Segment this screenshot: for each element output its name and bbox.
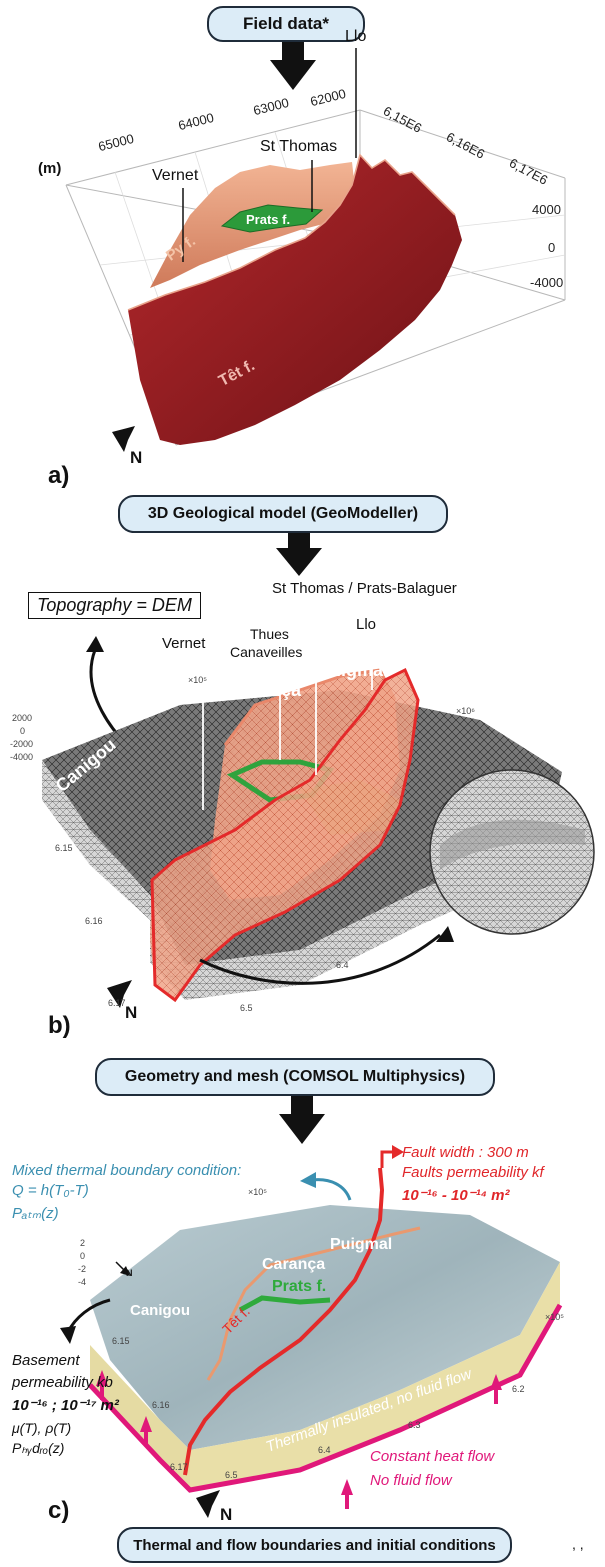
panel-c-x-tick: 6.3	[408, 1420, 421, 1430]
panel-label-b: b)	[48, 1012, 71, 1039]
panel-b-x-tick: 6.4	[336, 960, 349, 970]
panel-c-north-label: N	[220, 1505, 233, 1524]
comsol-block	[88, 1205, 563, 1493]
panel-c-scale-top: ×10⁵	[248, 1187, 267, 1197]
thermal-condition-arrow	[300, 1172, 352, 1201]
panel-c-x-tick: 6.4	[318, 1445, 331, 1455]
panel-b-scale-right: ×10⁶	[456, 706, 475, 716]
flow-arrow-2	[276, 532, 322, 576]
massif-label-caranca-c: Carança	[262, 1256, 326, 1273]
heat-flow-arrows	[96, 1370, 502, 1509]
stage-box-geometry-mesh: Geometry and mesh (COMSOL Multiphysics)	[95, 1058, 495, 1096]
massif-label-puigmal-c: Puigmal	[330, 1236, 393, 1253]
panel-b-x-tick: 6.5	[240, 1003, 253, 1013]
heat-flow-label: Constant heat flow	[370, 1448, 495, 1465]
panel-c-scale-right: ×10⁵	[545, 1312, 564, 1322]
panel-a-pointer-lines	[182, 48, 357, 262]
panel-c-z-tick: -4	[78, 1277, 87, 1287]
fault-width-arrow	[380, 1145, 404, 1168]
basement-label-3: 10⁻¹⁶ ; 10⁻¹⁷ m²	[12, 1397, 119, 1414]
panel-c-z-tick: 2	[80, 1238, 86, 1248]
massif-label-puigmal: Puigmal	[318, 660, 389, 680]
topography-dem-box: Topography = DEM	[28, 592, 201, 619]
panel-a-north-label: N	[130, 448, 143, 467]
panel-b-y-tick: 6.15	[55, 843, 73, 853]
panel-a-z-tick: 4000	[532, 202, 561, 217]
place-label-llo: Llo	[345, 28, 367, 45]
tet-fault-mesh	[150, 667, 420, 1003]
panel-b-y-tick: 6.16	[85, 916, 103, 926]
panel-b-z-tick: 0	[20, 726, 26, 736]
panel-c-y-tick: 6.16	[152, 1400, 170, 1410]
mesh-zoom-inset	[199, 769, 595, 985]
fault-width-label: Fault width : 300 m	[402, 1144, 529, 1161]
stage-box-field-data: Field data*	[207, 6, 365, 42]
panel-b-y-tick: 6.17	[108, 998, 126, 1008]
panel-c-z-tick: -2	[78, 1264, 87, 1274]
panel-c-z-tick: 0	[80, 1251, 86, 1261]
fault-permeability-label: Faults permeability kf	[402, 1164, 544, 1181]
place-label-llo-b: Llo	[356, 616, 377, 633]
fluid-properties-label: μ(T), ρ(T)	[12, 1420, 72, 1436]
stage-box-geological-model: 3D Geological model (GeoModeller)	[118, 495, 448, 533]
panel-label-c: c)	[48, 1497, 70, 1524]
massif-label-caranca: Carança	[230, 680, 302, 700]
panel-b-pointer-lines	[202, 600, 373, 810]
panel-b-z-tick: -4000	[10, 752, 34, 762]
massif-label-canigou-c: Canigou	[130, 1302, 190, 1319]
basement-label-1: Basement	[12, 1352, 80, 1369]
panel-a-unit: (m)	[38, 160, 62, 177]
panel-b-scale-left: ×10⁵	[188, 675, 207, 685]
panel-c-y-tick: 6.17	[170, 1462, 188, 1472]
tet-fault-surface	[127, 153, 462, 445]
prats-fault-surface	[220, 204, 324, 233]
basement-arrow	[60, 1298, 111, 1344]
panel-c-faults	[183, 1167, 421, 1476]
panel-b-north-label: N	[125, 1003, 138, 1022]
place-label-st-thomas: St Thomas	[260, 138, 338, 155]
panel-b-z-tick: 2000	[12, 713, 33, 723]
fault-label-prats: Prats f.	[246, 212, 291, 227]
panel-c-compass-label: N	[126, 1268, 133, 1278]
place-label-canaveilles: Canaveilles	[230, 644, 303, 660]
panel-c-y-tick: 6.15	[112, 1336, 130, 1346]
panel-label-a: a)	[48, 462, 70, 489]
panel-a-z-tick: 0	[548, 240, 556, 255]
fault-permeability-range: 10⁻¹⁶ - 10⁻¹⁴ m²	[402, 1187, 510, 1204]
panel-b-north-arrow	[107, 980, 132, 1008]
thermal-condition-eq: Q = h(T₀-T)	[12, 1182, 89, 1199]
flow-arrow-3	[279, 1096, 325, 1144]
thermal-condition-title: Mixed thermal boundary condition:	[12, 1162, 242, 1179]
hydrostatic-pressure-label: Pₕᵧdᵣₒ(z)	[12, 1440, 65, 1456]
place-label-thues: Thues	[250, 626, 289, 642]
fault-label-prats-c: Prats f.	[272, 1278, 327, 1295]
panel-b-z-tick: -2000	[10, 739, 34, 749]
place-label-vernet: Vernet	[152, 167, 199, 184]
panel-a-z-tick: -4000	[530, 275, 564, 290]
atm-pressure-label: Pₐₜₘ(z)	[12, 1205, 59, 1222]
panel-c-x-tick: 6.2	[512, 1384, 525, 1394]
footnote-marks: , ,	[572, 1536, 584, 1552]
basement-label-2: permeability kb	[12, 1374, 113, 1391]
place-label-vernet-b: Vernet	[162, 635, 206, 652]
panel-c-compass	[115, 1261, 130, 1276]
panel-a-north-arrow	[112, 426, 135, 452]
stage-box-boundaries: Thermal and flow boundaries and initial …	[117, 1527, 512, 1563]
place-label-st-thomas-prats: St Thomas / Prats-Balaguer	[272, 580, 457, 597]
panel-c-north-arrow	[196, 1490, 220, 1518]
panel-c-x-tick: 6.5	[225, 1470, 238, 1480]
flow-arrow-1	[270, 42, 316, 90]
no-fluid-flow-label: No fluid flow	[370, 1472, 452, 1489]
